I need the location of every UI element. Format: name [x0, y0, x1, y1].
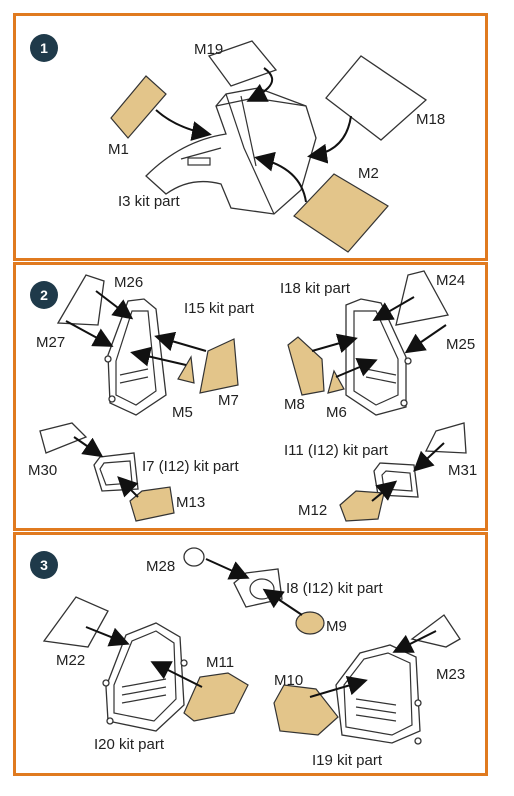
label-m13: M13 — [176, 494, 205, 511]
door-kit-part-i20 — [102, 622, 188, 732]
step-number: 1 — [40, 40, 48, 56]
frame-kit-part-i11 — [373, 462, 419, 498]
mask-m7 — [199, 338, 239, 394]
mask-m11 — [183, 672, 249, 722]
step-badge-1: 1 — [30, 34, 58, 62]
label-kit-i19: I19 kit part — [312, 752, 383, 769]
arrow-m27 — [65, 320, 114, 347]
arrow-m19 — [246, 67, 274, 102]
mask-m30 — [39, 422, 88, 454]
label-m7: M7 — [218, 392, 239, 409]
step-number: 3 — [40, 557, 48, 573]
arrow-m10 — [309, 675, 368, 698]
door-kit-part-i15 — [104, 298, 167, 416]
mask-m31 — [424, 422, 467, 454]
step-3-diagram: 3 M28 I8 (I12) kit part M9 M22 M1 — [30, 547, 465, 769]
mask-m22 — [42, 596, 109, 648]
step-1-panel: 1 M19 M1 M18 M2 I3 kit part — [13, 13, 488, 261]
mask-m9 — [295, 611, 325, 635]
label-m11: M11 — [206, 654, 234, 671]
label-m1: M1 — [108, 141, 129, 158]
arrow-m12 — [371, 480, 398, 502]
mask-m18 — [325, 55, 428, 141]
arrow-m25 — [404, 324, 447, 354]
label-m10: M10 — [274, 672, 303, 689]
mask-m12 — [339, 490, 385, 522]
arrow-m31 — [413, 442, 445, 472]
label-m6: M6 — [326, 404, 347, 421]
arrow-m5 — [130, 346, 187, 367]
label-kit-i15: I15 kit part — [184, 300, 255, 317]
arrow-m23 — [392, 630, 437, 653]
label-m30: M30 — [28, 462, 57, 479]
arrow-m7 — [154, 331, 207, 352]
step-badge-3: 3 — [30, 551, 58, 579]
label-m22: M22 — [56, 652, 85, 669]
arrow-m11 — [150, 661, 203, 688]
label-m18: M18 — [416, 111, 445, 128]
label-kit-i18: I18 kit part — [280, 280, 351, 297]
label-m25: M25 — [446, 336, 475, 353]
label-m2: M2 — [358, 165, 379, 182]
arrow-m13 — [117, 476, 139, 498]
label-m9: M9 — [326, 618, 347, 635]
step-badge-2: 2 — [30, 281, 58, 309]
step-2-panel: 2 M26 M27 I15 kit part M5 M7 — [13, 262, 488, 531]
canopy-kit-part-i3 — [145, 87, 317, 215]
step-2-diagram: 2 M26 M27 I15 kit part M5 M7 — [28, 270, 477, 522]
mask-m8 — [287, 336, 325, 396]
mask-m10 — [273, 684, 339, 736]
arrow-m24 — [372, 296, 415, 322]
mask-m13 — [129, 486, 175, 522]
label-m26: M26 — [114, 274, 143, 291]
mask-m5 — [177, 355, 195, 384]
mask-m1 — [110, 75, 167, 139]
label-m28: M28 — [146, 558, 175, 575]
mask-m2 — [293, 173, 389, 253]
step-3-panel: 3 M28 I8 (I12) kit part M9 M22 M1 — [13, 532, 488, 776]
label-m5: M5 — [172, 404, 193, 421]
door-kit-part-i18 — [345, 298, 412, 416]
label-m24: M24 — [436, 272, 465, 289]
arrow-m9 — [262, 588, 303, 616]
label-m27: M27 — [36, 334, 65, 351]
label-m23: M23 — [436, 666, 465, 683]
mask-m6 — [327, 369, 345, 394]
label-kit-i20: I20 kit part — [94, 736, 165, 753]
arrow-m30 — [73, 436, 104, 458]
arrow-m1 — [155, 109, 212, 141]
label-kit-i3: I3 kit part — [118, 193, 181, 210]
label-kit-i11: I11 (I12) kit part — [284, 442, 389, 459]
mask-m28 — [183, 547, 205, 567]
step-1-diagram: 1 M19 M1 M18 M2 I3 kit part — [30, 34, 445, 253]
arrow-m8 — [311, 333, 358, 354]
label-m12: M12 — [298, 502, 327, 519]
arrow-m22 — [85, 626, 130, 647]
label-m31: M31 — [448, 462, 477, 479]
label-kit-i8: I8 (I12) kit part — [286, 580, 384, 597]
door-kit-part-i19 — [335, 644, 422, 745]
mask-m26 — [56, 274, 105, 326]
arrow-m18 — [307, 115, 352, 164]
mask-m19 — [207, 40, 278, 87]
arrow-m6 — [335, 357, 378, 378]
label-kit-i7: I7 (I12) kit part — [142, 458, 240, 475]
arrow-m28 — [205, 558, 250, 580]
label-m19: M19 — [194, 41, 223, 58]
arrow-m2 — [254, 151, 307, 203]
arrow-m26 — [95, 290, 134, 320]
frame-kit-part-i7 — [93, 452, 139, 492]
mask-m24 — [395, 270, 449, 326]
label-m8: M8 — [284, 396, 305, 413]
step-number: 2 — [40, 287, 48, 303]
